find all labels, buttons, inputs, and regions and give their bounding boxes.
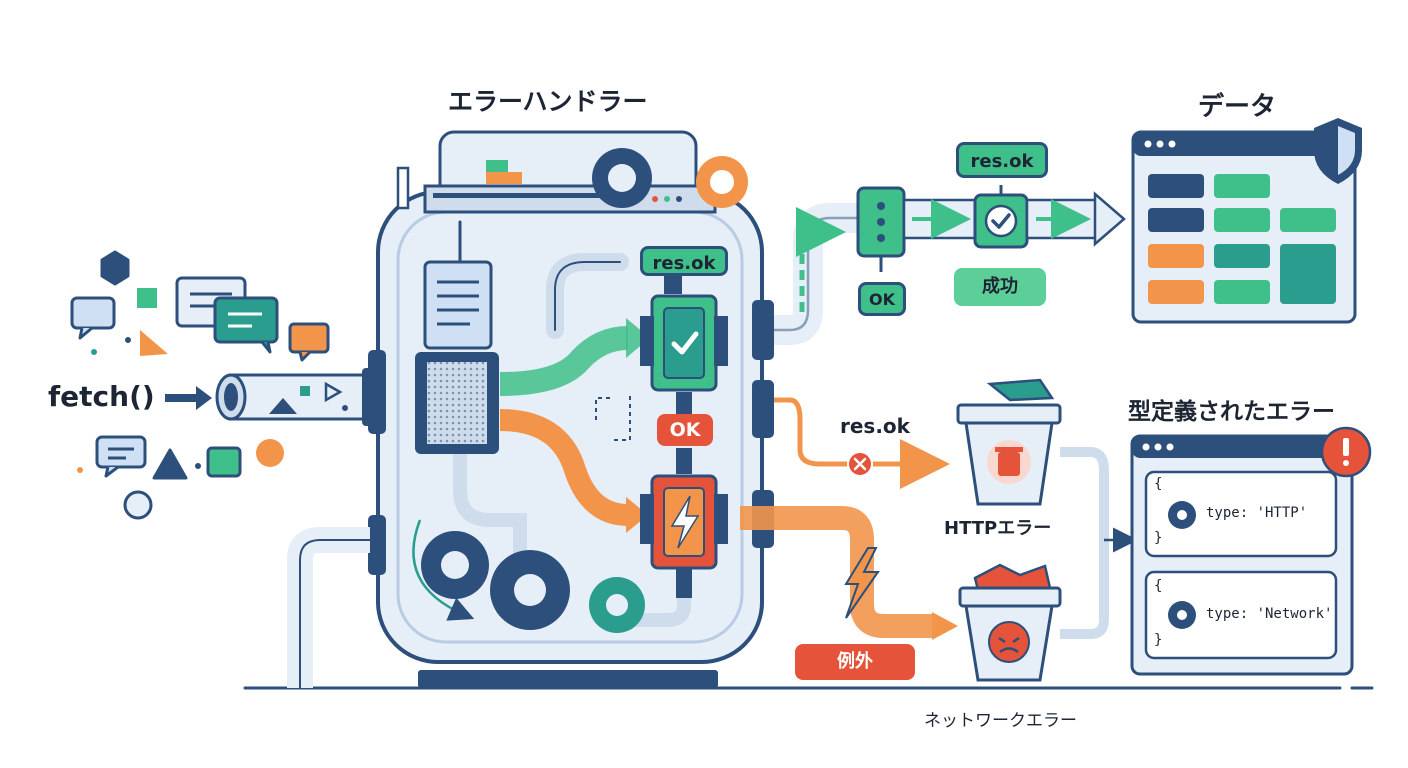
res-ok-center-tag: res.ok: [640, 246, 728, 276]
error-merge-lines: [1060, 447, 1138, 639]
data-dashboard: [1131, 130, 1357, 324]
gear-icon: [589, 577, 645, 633]
typed-error-http-text: type: 'HTTP': [1206, 505, 1308, 521]
typed-error-network-close: }: [1154, 632, 1163, 648]
typed-errors-title: 型定義されたエラー: [1128, 399, 1335, 425]
exception-valve: [640, 474, 728, 598]
ok-top-tag: OK: [858, 282, 906, 316]
dashed-bracket: [595, 396, 631, 441]
network-error-label: ネットワークエラー: [924, 711, 1077, 731]
exception-tag: 例外: [795, 644, 915, 680]
input-messages-cluster: [70, 250, 330, 520]
typed-error-http-close: }: [1154, 530, 1163, 546]
bottom-pipe: [287, 527, 691, 688]
input-pipe: [215, 368, 384, 426]
gear-icon: [421, 531, 489, 599]
alert-icon: [1320, 426, 1372, 478]
network-error-flow: [740, 506, 958, 640]
success-pipe: [774, 185, 1126, 345]
shield-icon: [1314, 118, 1362, 184]
trash-bin-http: [956, 378, 1062, 506]
typed-errors-panel: [1130, 434, 1354, 676]
typed-error-http-open: {: [1154, 476, 1163, 492]
success-tag: 成功: [954, 268, 1046, 306]
ok-center-tag: OK: [657, 414, 713, 446]
error-handler-title: エラーハンドラー: [448, 87, 648, 116]
trash-bin-network: [958, 563, 1062, 682]
http-error-label: HTTPエラー: [944, 518, 1052, 539]
fetch-label: fetch(): [48, 380, 155, 413]
fetch-arrow: [165, 386, 212, 410]
gear-icon: [592, 148, 652, 208]
document-icon: [423, 260, 493, 350]
typed-error-network-text: type: 'Network': [1206, 606, 1333, 622]
data-title: データ: [1198, 92, 1277, 122]
typed-error-network-open: {: [1154, 578, 1163, 594]
filter-mesh: [415, 352, 499, 454]
exception-flow-arrow: [499, 409, 648, 533]
rotation-arrow: [412, 519, 475, 621]
gear-icon: [490, 550, 570, 630]
success-valve: [640, 272, 728, 474]
gear-icon: [696, 156, 748, 208]
http-error-flow: [774, 397, 950, 489]
success-flow-arrow: [499, 318, 650, 396]
res-ok-mid-label: res.ok: [840, 414, 910, 438]
inner-pipes: [453, 220, 629, 567]
res-ok-top-tag: res.ok: [956, 142, 1048, 178]
